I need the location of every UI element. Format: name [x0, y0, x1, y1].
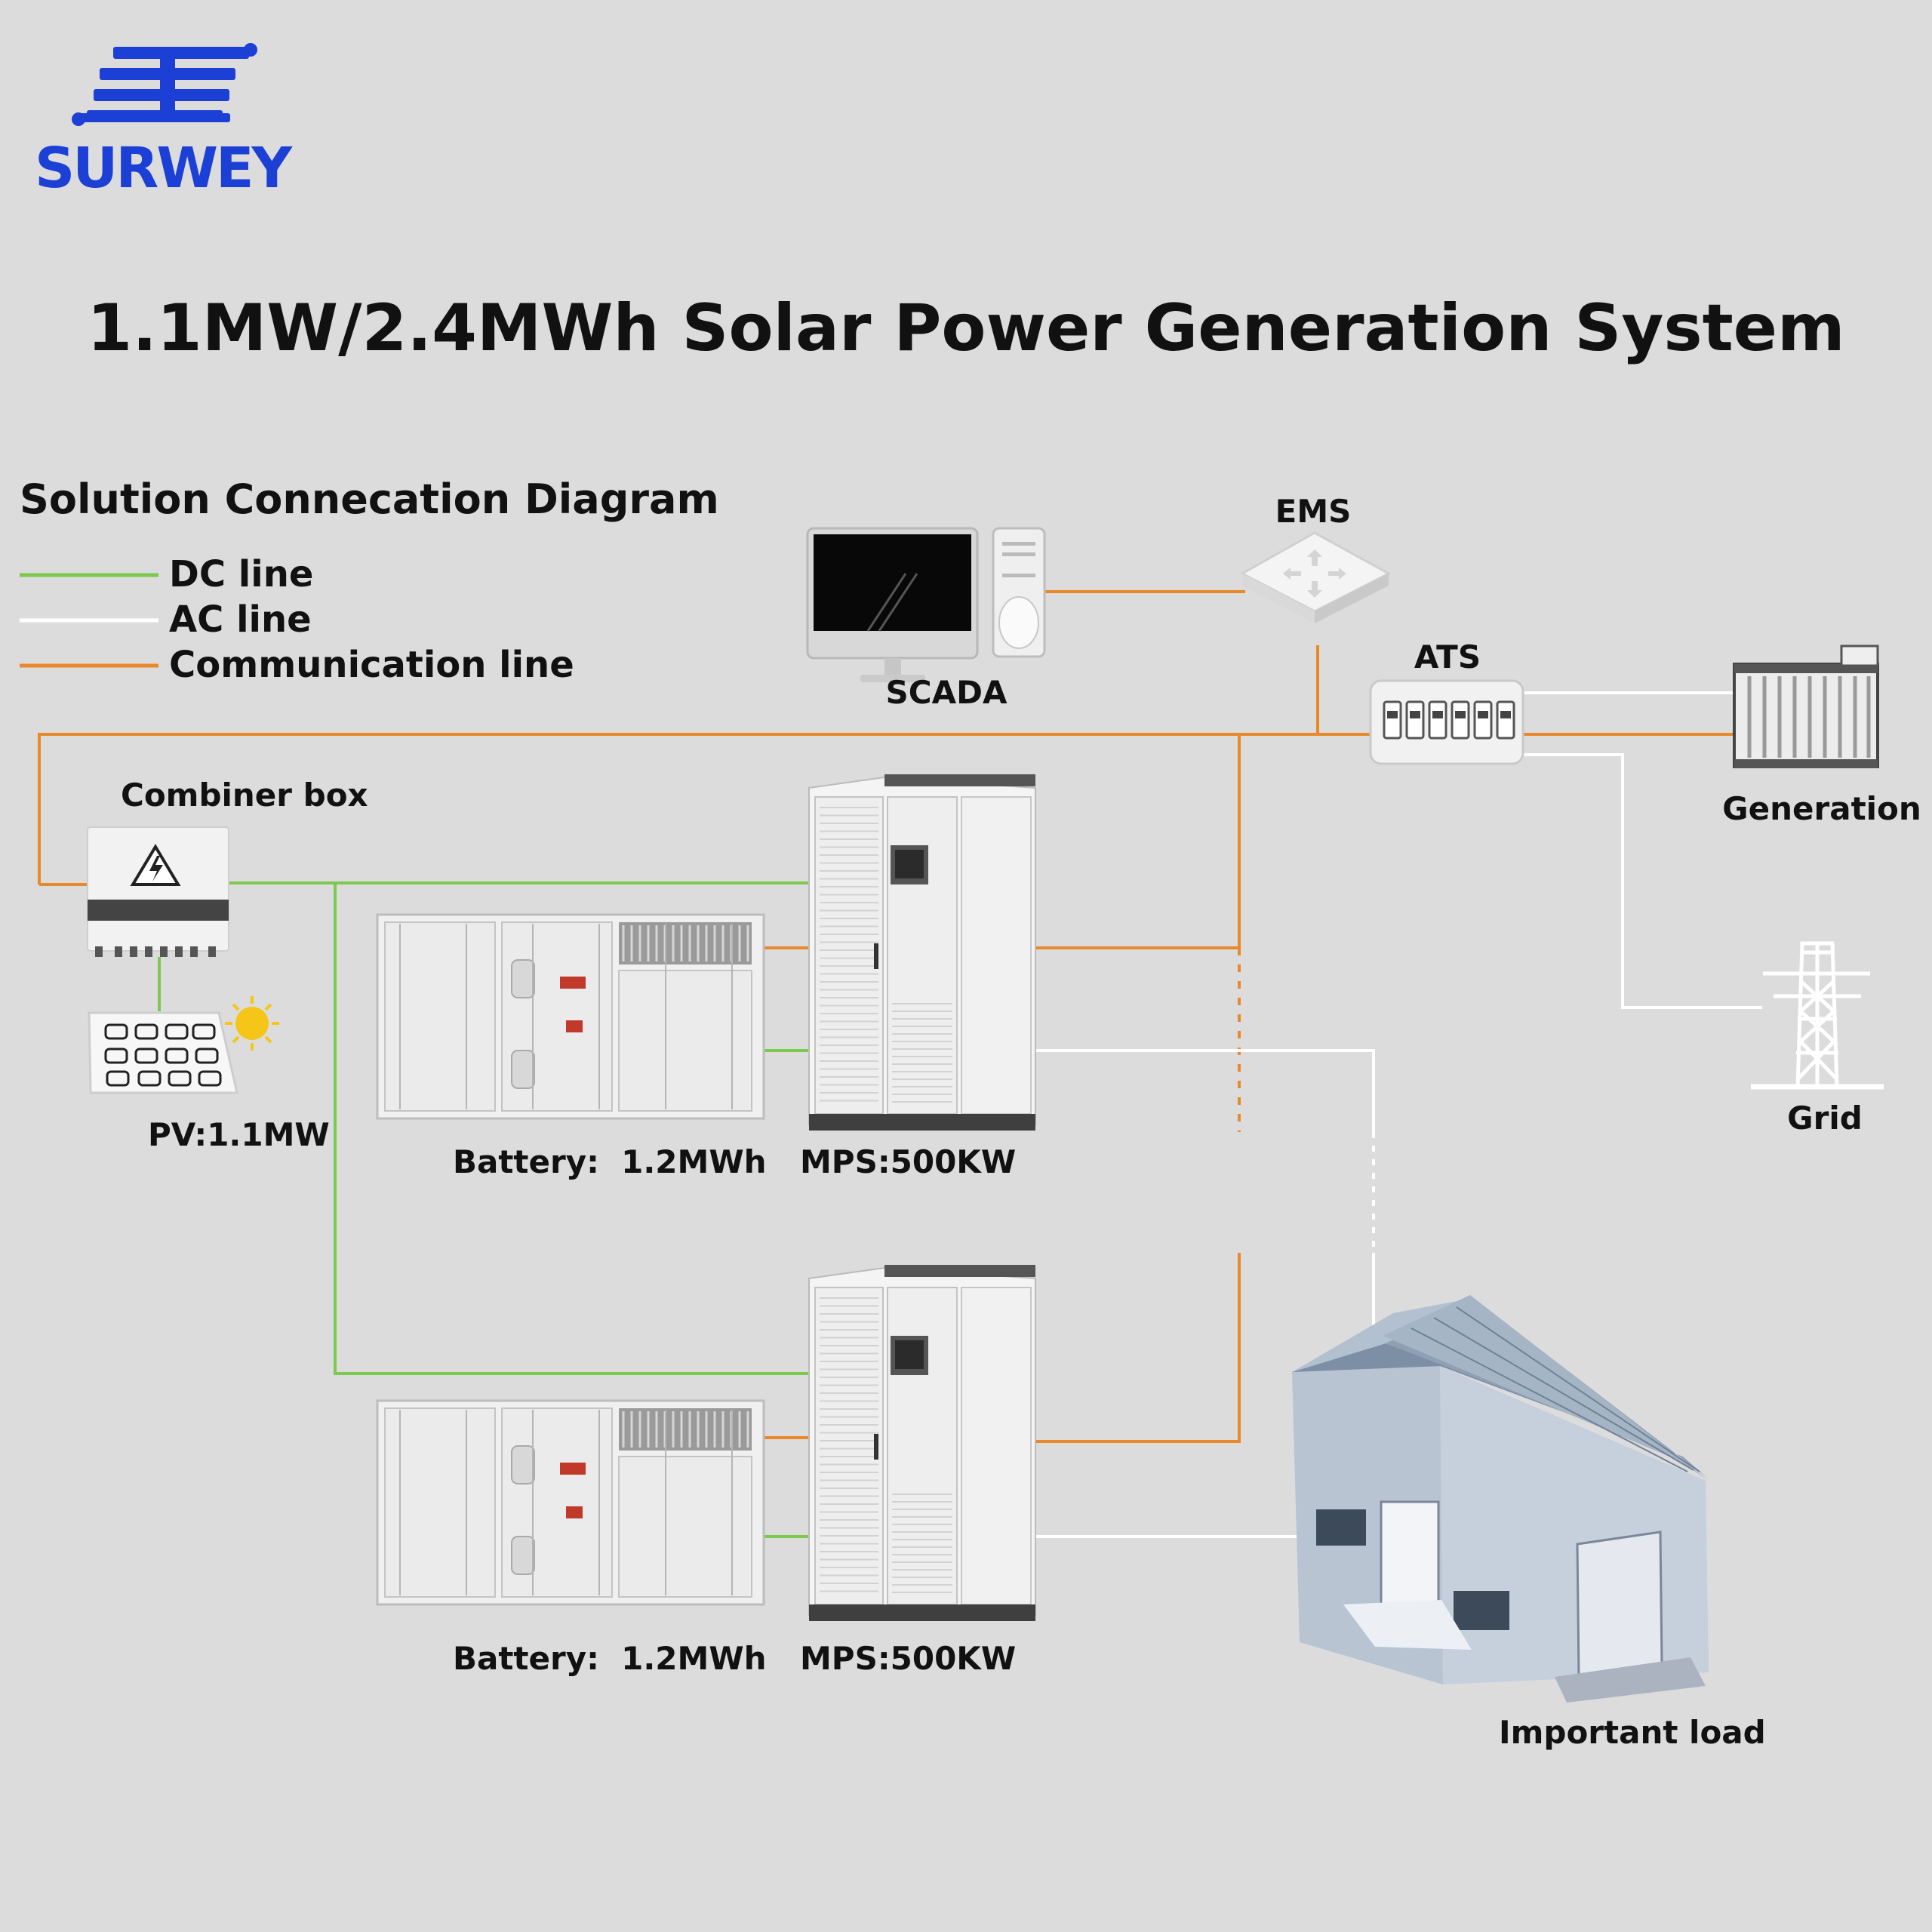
- ats-label: ATS: [1414, 638, 1481, 675]
- warehouse-important-load-icon: [1292, 1295, 1709, 1703]
- scada-computer: [806, 527, 1046, 682]
- page-title: 1.1MW/2.4MWh Solar Power Generation Syst…: [87, 291, 1845, 366]
- generator-icon: [1733, 645, 1879, 768]
- ems-label: EMS: [1275, 493, 1352, 530]
- grid-pylon-icon: [1751, 941, 1884, 1090]
- legend-dc-label: DC line: [169, 553, 314, 595]
- combiner-box-label: Combiner box: [121, 777, 368, 814]
- surwey-logo-mark: [72, 43, 257, 126]
- pv-panel-icon: [88, 1011, 238, 1094]
- ats-breaker-panel: [1369, 679, 1524, 765]
- ac-lines: [1034, 691, 1762, 1538]
- mps-cabinet-icon-2: [808, 1265, 1036, 1621]
- combiner-box-icon: [87, 826, 229, 957]
- grid-label: Grid: [1787, 1100, 1863, 1137]
- battery-container-icon-1: [376, 913, 765, 1120]
- mps-1-label: MPS:500KW: [800, 1143, 1016, 1180]
- ems-switch-icon: [1239, 531, 1392, 623]
- legend-communication-label: Communication line: [169, 644, 574, 686]
- mps-2-label: MPS:500KW: [800, 1640, 1016, 1677]
- battery-container-icon-2: [376, 1399, 765, 1606]
- communication-lines: [38, 590, 1734, 1443]
- important-load-label: Important load: [1499, 1714, 1766, 1751]
- sun-icon: [225, 996, 279, 1051]
- legend-ac-label: AC line: [169, 598, 312, 641]
- battery-1-label: Battery: 1.2MWh: [453, 1143, 767, 1180]
- battery-2-label: Battery: 1.2MWh: [453, 1640, 767, 1677]
- scada-label: SCADA: [886, 674, 1008, 711]
- dc-lines: [158, 881, 809, 1538]
- pv-label: PV:1.1MW: [148, 1116, 330, 1153]
- surwey-logo-text: SURWEY: [35, 136, 292, 201]
- diagram-title: Solution Connecation Diagram: [20, 475, 719, 523]
- mps-cabinet-icon-1: [808, 774, 1036, 1131]
- generation-label: Generation: [1722, 790, 1921, 827]
